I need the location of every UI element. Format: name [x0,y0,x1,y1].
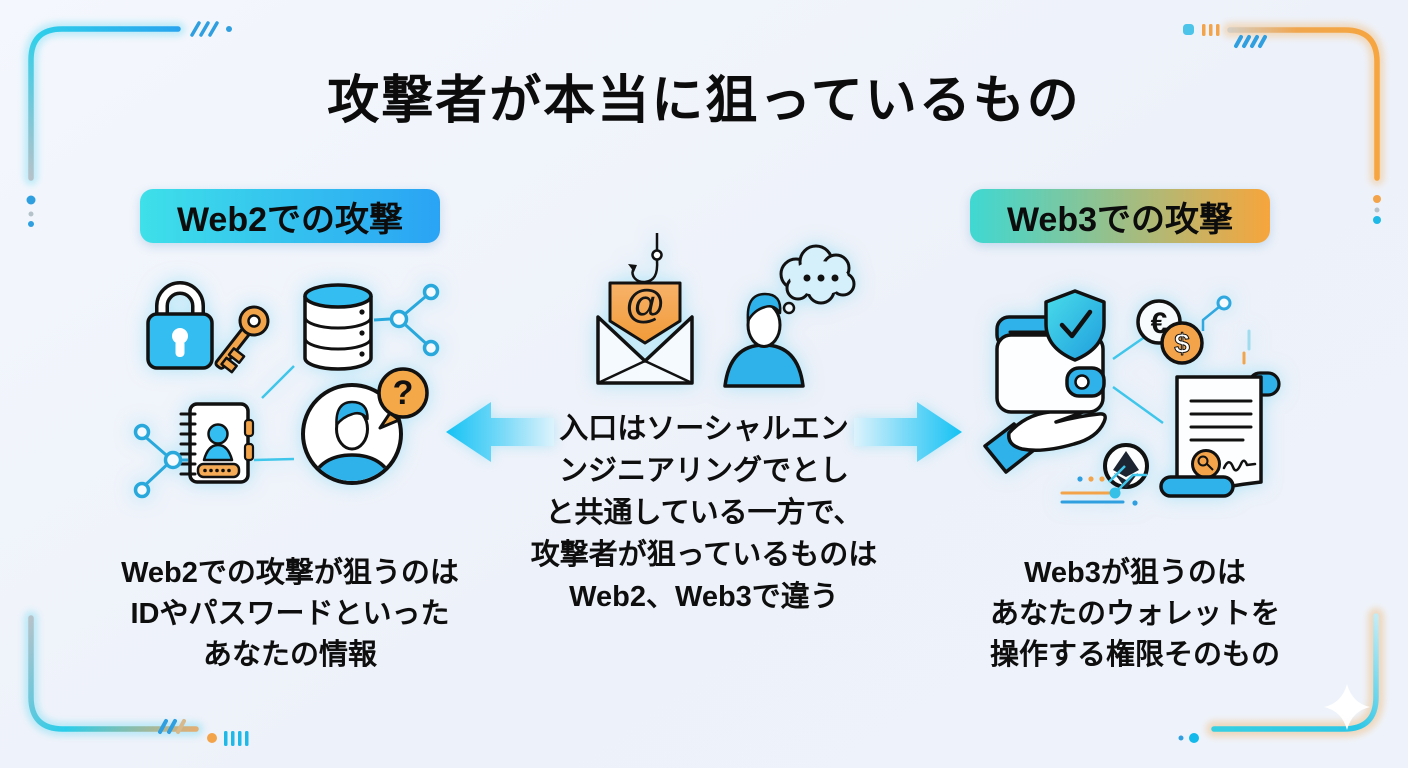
shield-check-icon [1044,289,1106,362]
web3-description-line: Web3が狙うのは [1024,557,1246,589]
svg-text:?: ? [393,374,414,412]
key-icon [214,305,270,374]
slash-deco-icon [1234,35,1267,48]
network-nodes-icon [133,423,188,499]
smart-contract-scroll-icon [1159,371,1281,498]
center-description-line: Web2、Web3で違う [569,581,839,613]
center-description-line: 攻撃者が狙っているものは [530,539,878,571]
center-description-line: ンジニアリングでとし [558,455,849,487]
arrow-left-icon [446,402,554,462]
web3-description-line: 操作する権限そのもの [989,639,1280,671]
center-description-line: と共通している一方で、 [545,497,863,529]
slash-deco-icon [190,21,219,37]
lock-icon [146,281,214,370]
center-illustration: @ [596,233,856,388]
badge-web2: Web2での攻撃 [140,189,440,243]
badge-web2-label: Web2での攻撃 [176,200,404,239]
circuit-deco-icon [1060,465,1147,506]
phishing-email-icon: @ [596,233,694,385]
question-bubble-icon: ? [377,367,429,430]
web3-description: Web3が狙うのは あなたのウォレットを 操作する権限そのもの [940,553,1330,676]
dollar-coin-icon: $ [1160,321,1204,365]
web2-description-line: IDやパスワードといった [130,598,450,630]
web3-description-line: あなたのウォレットを [989,598,1280,630]
center-description: 入口はソーシャルエン ンジニアリングでとし と共通している一方で、 攻撃者が狙っ… [494,408,914,618]
web2-description-line: あなたの情報 [202,639,377,671]
database-icon [303,283,373,371]
web2-description-line: Web2での攻撃が狙うのは [121,557,459,589]
badge-web3: Web3での攻撃 [970,189,1270,243]
user-question-icon: ? [301,367,429,485]
center-description-line: 入口はソーシャルエン [559,413,849,445]
slash-deco-icon [158,719,186,734]
network-nodes-icon [1201,295,1251,365]
svg-text:$: $ [1174,328,1190,359]
svg-text:@: @ [625,282,664,326]
web2-description: Web2での攻撃が狙うのは IDやパスワードといった あなたの情報 [95,553,485,676]
page-title: 攻撃者が本当に狙っているもの [327,72,1081,130]
network-nodes-icon [373,283,440,357]
web3-illustration: € $ [983,289,1281,506]
thought-bubble-icon [779,244,856,315]
badge-web3-label: Web3での攻撃 [1006,200,1234,239]
arrow-right-icon [854,402,962,462]
contact-book-icon [179,402,255,484]
web2-illustration: ? [133,281,440,499]
thinking-user-icon [723,244,856,388]
sparkle-icon [1324,684,1370,730]
